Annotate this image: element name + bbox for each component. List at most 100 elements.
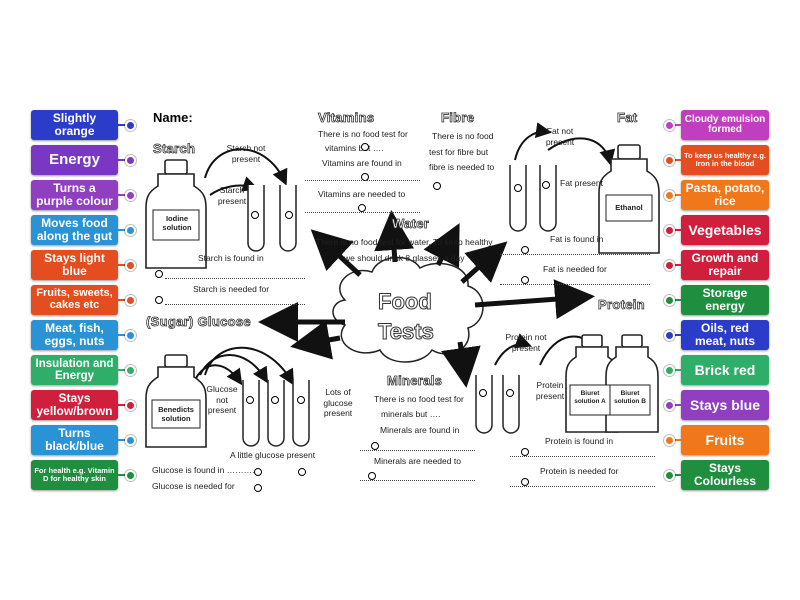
drop-target[interactable] [271, 396, 279, 404]
label-right-3[interactable]: Vegetables [681, 215, 769, 245]
label-right-10[interactable]: Stays Colourless [681, 460, 769, 490]
label-right-7-pin[interactable] [664, 364, 675, 376]
label-left-4-pin[interactable] [125, 259, 136, 271]
drop-target[interactable] [371, 442, 379, 450]
label-right-0-connector [673, 124, 681, 126]
glucose-not-present: Glucose not present [206, 384, 238, 416]
label-right-2-pin[interactable] [664, 189, 675, 201]
label-left-5[interactable]: Fruits, sweets, cakes etc [31, 285, 118, 315]
label-left-6[interactable]: Meat, fish, eggs, nuts [31, 320, 118, 350]
label-left-7[interactable]: Insulation and Energy [31, 355, 118, 385]
label-right-8[interactable]: Stays blue [681, 390, 769, 420]
drop-target[interactable] [521, 448, 529, 456]
label-left-4[interactable]: Stays light blue [31, 250, 118, 280]
vitamins-line1: There is no food test for [318, 129, 408, 139]
label-right-2-connector [673, 194, 681, 196]
label-left-6-connector [118, 334, 126, 336]
fibre-line1: There is no food [432, 131, 494, 141]
label-right-7[interactable]: Brick red [681, 355, 769, 385]
answer-line [500, 254, 650, 255]
drop-target[interactable] [297, 396, 305, 404]
label-left-10-pin[interactable] [125, 469, 136, 481]
label-left-8-pin[interactable] [125, 399, 136, 411]
label-right-4-pin[interactable] [664, 259, 675, 271]
drop-target[interactable] [155, 296, 163, 304]
label-right-9[interactable]: Fruits [681, 425, 769, 455]
drop-target[interactable] [479, 389, 487, 397]
label-right-10-connector [673, 474, 681, 476]
label-right-0[interactable]: Cloudy emulsion formed [681, 110, 769, 140]
fat-needed-for: Fat is needed for [543, 264, 607, 274]
label-left-0[interactable]: Slightly orange [31, 110, 118, 140]
label-right-5[interactable]: Storage energy [681, 285, 769, 315]
minerals-title: Minerals [387, 373, 443, 389]
drop-target[interactable] [155, 270, 163, 278]
water-line1: There is no food test for water. To keep… [316, 237, 493, 247]
protein-present: Protein present [535, 380, 565, 401]
label-left-7-pin[interactable] [125, 364, 136, 376]
minerals-line1: There is no food test for [374, 394, 464, 404]
label-left-3[interactable]: Moves food along the gut [31, 215, 118, 245]
drop-target[interactable] [361, 143, 369, 151]
label-right-6[interactable]: Oils, red meat, nuts [681, 320, 769, 350]
vitamins-title: Vitamins [318, 110, 375, 126]
label-right-1-pin[interactable] [664, 154, 675, 166]
label-right-9-pin[interactable] [664, 434, 675, 446]
drop-target[interactable] [254, 484, 262, 492]
label-right-3-pin[interactable] [664, 224, 675, 236]
label-left-3-connector [118, 229, 126, 231]
label-left-7-connector [118, 369, 126, 371]
drop-target[interactable] [358, 204, 366, 212]
label-right-2[interactable]: Pasta, potato, rice [681, 180, 769, 210]
drop-target[interactable] [521, 276, 529, 284]
drop-target[interactable] [251, 211, 259, 219]
minerals-line2: minerals but …. [381, 409, 441, 419]
fibre-line2: test for fibre but [429, 147, 489, 157]
label-left-1[interactable]: Energy [31, 145, 118, 175]
label-left-1-pin[interactable] [125, 154, 136, 166]
drop-target[interactable] [254, 468, 262, 476]
label-left-0-pin[interactable] [125, 119, 136, 131]
drop-target[interactable] [542, 181, 550, 189]
drop-target[interactable] [246, 396, 254, 404]
label-left-2-pin[interactable] [125, 189, 136, 201]
label-right-10-pin[interactable] [664, 469, 675, 481]
answer-line [360, 480, 475, 481]
drop-target[interactable] [285, 211, 293, 219]
label-left-1-connector [118, 159, 126, 161]
glucose-found-in: Glucose is found in ………. [152, 465, 255, 475]
drop-target[interactable] [433, 182, 441, 190]
label-left-3-pin[interactable] [125, 224, 136, 236]
vitamins-found: Vitamins are found in [322, 158, 402, 168]
label-right-1-connector [673, 159, 681, 161]
answer-line [510, 486, 655, 487]
drop-target[interactable] [298, 468, 306, 476]
label-right-4[interactable]: Growth and repair [681, 250, 769, 280]
label-right-0-pin[interactable] [664, 119, 675, 131]
label-left-9-pin[interactable] [125, 434, 136, 446]
label-left-10[interactable]: For health e.g. Vitamin D for healthy sk… [31, 460, 118, 490]
label-left-5-pin[interactable] [125, 294, 136, 306]
label-left-5-connector [118, 299, 126, 301]
label-left-0-connector [118, 124, 126, 126]
starch-present: Starch present [217, 185, 247, 206]
label-left-9[interactable]: Turns black/blue [31, 425, 118, 455]
label-left-2-connector [118, 194, 126, 196]
label-left-6-pin[interactable] [125, 329, 136, 341]
drop-target[interactable] [368, 472, 376, 480]
drop-target[interactable] [521, 246, 529, 254]
label-left-10-connector [118, 474, 126, 476]
label-left-8[interactable]: Stays yellow/brown [31, 390, 118, 420]
minerals-found: Minerals are found in [380, 425, 460, 435]
drop-target[interactable] [514, 184, 522, 192]
label-right-5-pin[interactable] [664, 294, 675, 306]
center-title-food: Food [378, 289, 433, 315]
label-right-6-pin[interactable] [664, 329, 675, 341]
label-right-8-connector [673, 404, 681, 406]
drop-target[interactable] [506, 389, 514, 397]
label-left-2[interactable]: Turns a purple colour [31, 180, 118, 210]
glucose-title: (Sugar) Glucose [146, 314, 251, 330]
label-right-1[interactable]: To keep us healthy e.g. Iron in the bloo… [681, 145, 769, 175]
label-right-8-pin[interactable] [664, 399, 675, 411]
drop-target[interactable] [521, 478, 529, 486]
